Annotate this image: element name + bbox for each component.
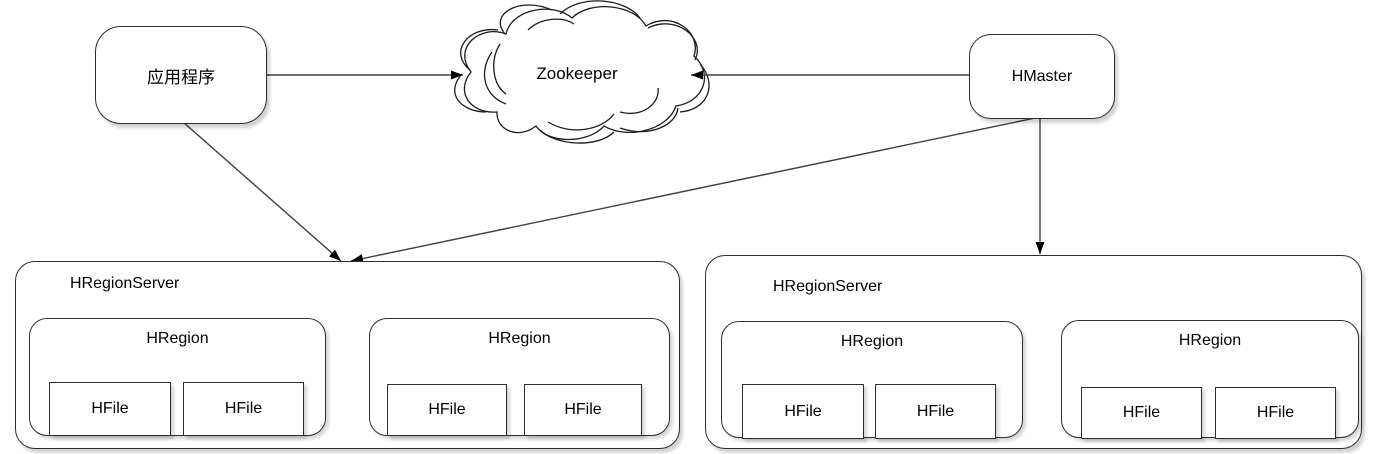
hfile-right-2-1: HFile	[1081, 387, 1202, 439]
application-node: 应用程序	[95, 26, 267, 124]
application-label: 应用程序	[147, 67, 215, 87]
hregion-left-2-label: HRegion	[488, 330, 551, 347]
hfile-label: HFile	[564, 401, 602, 418]
hfile-label: HFile	[1256, 404, 1295, 421]
hregionserver-left: HRegionServer HRegion HFile HFile HRegio…	[15, 261, 680, 449]
hregion-right-1-label: HRegion	[840, 333, 904, 350]
hfile-right-1-2: HFile	[875, 384, 996, 439]
hfile-left-1-1: HFile	[49, 382, 171, 436]
hfile-left-1-2: HFile	[183, 382, 304, 436]
hfile-right-1-1: HFile	[742, 384, 864, 439]
hfile-right-2-2: HFile	[1215, 387, 1336, 439]
hfile-label: HFile	[1122, 404, 1161, 421]
hfile-label: HFile	[784, 402, 822, 420]
hregion-right-2: HRegion HFile HFile	[1061, 320, 1359, 439]
hregionserver-left-label: HRegionServer	[70, 275, 180, 292]
hfile-label: HFile	[91, 400, 129, 417]
hregion-left-1: HRegion HFile HFile	[29, 318, 326, 436]
hmaster-node: HMaster	[969, 34, 1115, 119]
hregion-left-1-label: HRegion	[146, 330, 209, 347]
hregion-right-2-label: HRegion	[1178, 332, 1242, 349]
edge-hmaster-to-left-regionserver	[350, 116, 1041, 263]
hfile-label: HFile	[916, 402, 955, 420]
hfile-label: HFile	[428, 401, 466, 418]
hregionserver-right-label: HRegionServer	[773, 278, 883, 295]
hfile-label: HFile	[224, 400, 263, 417]
hregion-left-2: HRegion HFile HFile	[369, 318, 670, 436]
zookeeper-node-label: Zookeeper	[536, 64, 618, 83]
hfile-left-2-2: HFile	[524, 384, 642, 436]
hfile-left-2-1: HFile	[387, 384, 507, 436]
edge-app-to-left-regionserver	[182, 121, 342, 262]
hregion-right-1: HRegion HFile HFile	[721, 321, 1023, 439]
hmaster-label: HMaster	[1011, 67, 1073, 85]
hregionserver-right: HRegionServer HRegion HFile HFile HRegio…	[705, 255, 1362, 449]
zookeeper-cloud-shape	[454, 0, 710, 144]
